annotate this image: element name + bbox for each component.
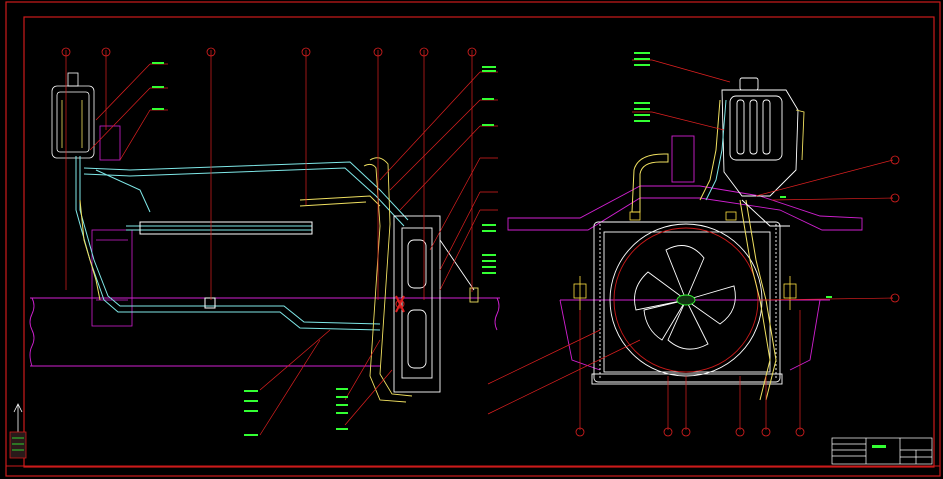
title-block bbox=[831, 437, 933, 465]
ucs-axis-icon bbox=[9, 403, 27, 459]
side-view bbox=[29, 72, 500, 403]
leader-lines bbox=[65, 50, 894, 436]
coolant-pipes-front bbox=[631, 99, 790, 401]
radiator-side bbox=[299, 157, 479, 403]
expansion-tank-side bbox=[51, 72, 95, 159]
inner-frame bbox=[23, 16, 935, 468]
expansion-tank-icon bbox=[721, 77, 805, 197]
front-view bbox=[507, 77, 863, 401]
outer-frame bbox=[5, 1, 941, 477]
balloon-callouts bbox=[61, 47, 900, 437]
coolant-pipes-side bbox=[75, 156, 409, 331]
tank-bracket bbox=[91, 125, 133, 327]
chassis-rail-left bbox=[29, 297, 500, 367]
mount-bolts bbox=[573, 211, 797, 310]
part-label-marks bbox=[152, 52, 832, 436]
chassis-crossmember bbox=[507, 135, 863, 371]
